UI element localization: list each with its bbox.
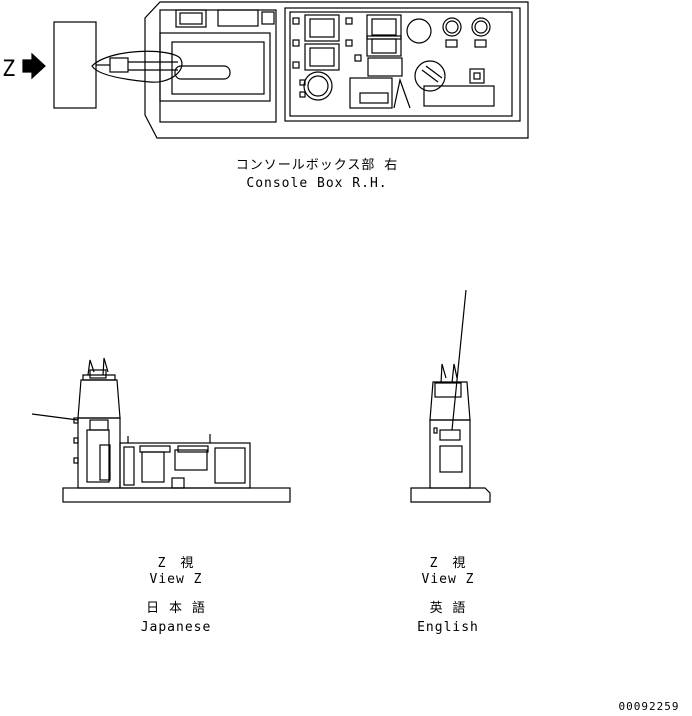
lever-gate-inner (171, 41, 265, 95)
console-body (119, 442, 251, 489)
console-box-view: Z (2, 1, 529, 139)
rocker-switch (304, 14, 340, 42)
joystick (440, 363, 458, 384)
side-panel (53, 21, 97, 109)
lever-slot (174, 65, 231, 80)
rocker-switch (304, 43, 340, 71)
small-switch (469, 68, 485, 84)
control-tower (77, 417, 121, 489)
view-z-left-jp: Z 視 (157, 556, 195, 571)
round-knob (406, 18, 432, 44)
base-plate (62, 487, 291, 503)
round-knob (471, 17, 491, 37)
top-switch-bar (175, 9, 207, 28)
z-view-arrow (22, 52, 46, 80)
display (367, 57, 403, 77)
lang-left-jp: 日 本 語 (146, 601, 206, 616)
view-z-right-en: View Z (421, 572, 475, 587)
lang-left-en: Japanese (140, 620, 212, 635)
rocker-switch (366, 35, 402, 57)
callout-oval (91, 50, 183, 83)
lang-right-jp: 英 語 (429, 601, 467, 616)
joystick (87, 357, 109, 376)
key-switch (414, 60, 446, 92)
base-plate (410, 487, 491, 503)
leader-line (31, 413, 79, 421)
view-z-english (410, 289, 491, 503)
view-z-left-en: View Z (149, 572, 203, 587)
view-z-japanese (31, 357, 291, 503)
console-box-title-jp: コンソールボックス部 右 (235, 158, 399, 173)
z-view-label: Z (2, 57, 15, 82)
view-z-right-jp: Z 視 (429, 556, 467, 571)
dial (303, 71, 333, 101)
lang-right-en: English (417, 620, 479, 635)
drawing-number: 00092259 (618, 700, 680, 713)
lever-knob (109, 57, 129, 73)
lever-gate-outer (159, 32, 271, 102)
console-outline (144, 1, 529, 139)
switch-panel (284, 7, 521, 122)
leader-line (451, 289, 467, 431)
round-knob (442, 17, 462, 37)
console-box-title-en: Console Box R.H. (246, 176, 388, 191)
